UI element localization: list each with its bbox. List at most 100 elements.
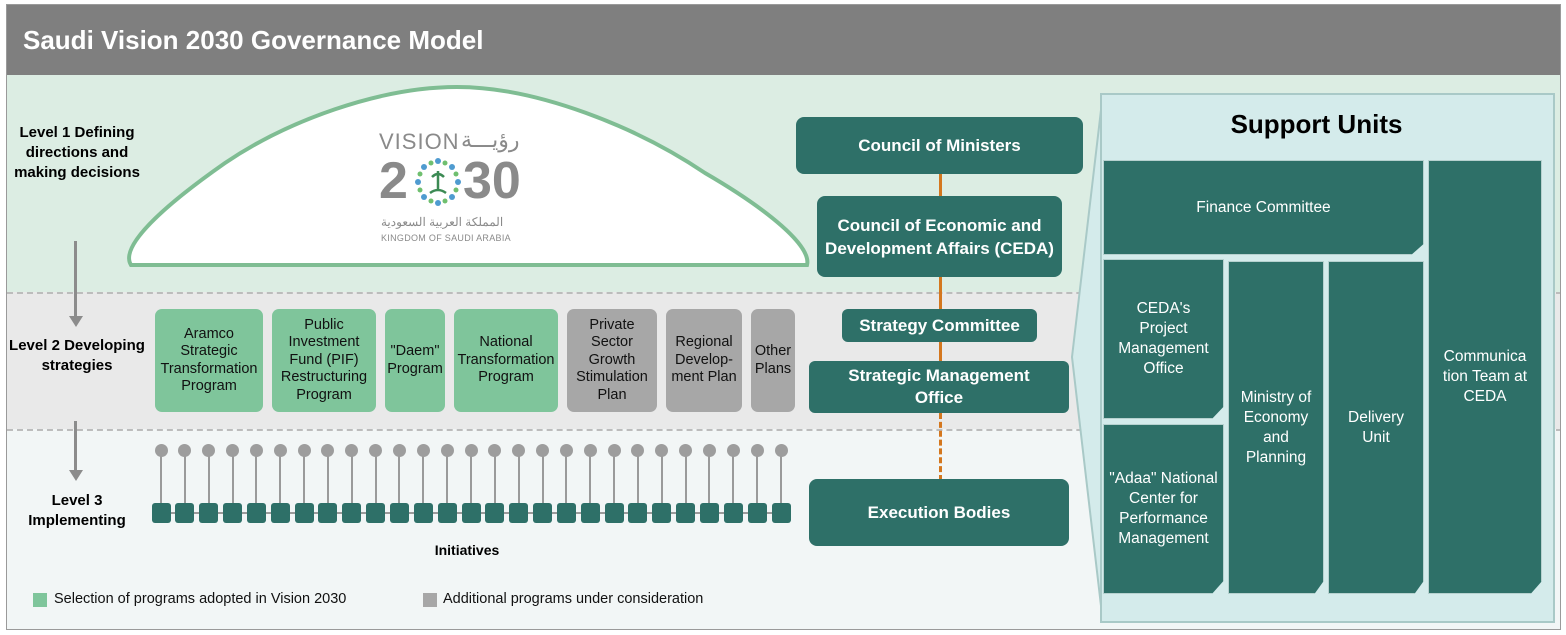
initiative-stem — [279, 451, 282, 503]
legend-adopted-label: Selection of programs adopted in Vision … — [54, 591, 347, 607]
connector-line — [939, 342, 942, 363]
initiative-stem — [303, 451, 306, 503]
initiative-pin-head — [440, 444, 454, 457]
vision-2030-logo: VISION رؤيـــة 2 30 المملكة العربية السع… — [379, 127, 543, 255]
logo-vision-word: VISION — [379, 129, 460, 154]
initiative-pin-head — [583, 444, 597, 457]
initiative-box — [461, 503, 481, 523]
initiative-box — [628, 503, 648, 523]
initiative-pin-head — [273, 444, 287, 457]
initiative-box — [366, 503, 386, 523]
initiative-pin-head — [536, 444, 550, 457]
initiative-stem — [374, 451, 377, 503]
initiative-stem — [183, 451, 186, 503]
delivery-unit: Delivery Unit — [1328, 261, 1424, 594]
ceda-box: Council of Economic and Development Affa… — [817, 196, 1062, 277]
initiative-stem — [684, 451, 687, 503]
initiative-pin-head — [154, 444, 168, 457]
initiative-stem — [565, 451, 568, 503]
level-1-label: Level 1 Defining directions and making d… — [14, 124, 140, 181]
initiative-pin-head — [488, 444, 502, 457]
communication-team: Communica tion Team at CEDA — [1428, 160, 1542, 594]
initiative-pin-head — [726, 444, 740, 457]
level-2-label: Level 2 Developing strategies — [9, 337, 145, 374]
initiative-pin-head — [631, 444, 645, 457]
initiative-box — [676, 503, 696, 523]
initiative-box — [652, 503, 672, 523]
initiative-box — [175, 503, 195, 523]
initiative-box — [485, 503, 505, 523]
initiative-box — [318, 503, 338, 523]
initiative-pin-head — [512, 444, 526, 457]
connector-dashed-line — [939, 413, 942, 481]
initiative-stem — [780, 451, 782, 503]
level-divider — [7, 292, 1560, 294]
initiative-stem — [613, 451, 616, 503]
initiative-pin-head — [655, 444, 669, 457]
initiative-stem — [422, 451, 425, 503]
initiative-pin-head — [226, 444, 240, 457]
initiative-pin-head — [750, 444, 764, 457]
ceda-pmo: CEDA's Project Management Office — [1103, 259, 1224, 419]
initiative-pin-head — [321, 444, 335, 457]
execution-bodies: Execution Bodies — [809, 479, 1069, 546]
logo-year-2: 2 — [379, 152, 408, 210]
program-regional-development: Regional Develop-ment Plan — [666, 309, 742, 412]
initiative-stem — [398, 451, 401, 503]
initiative-pin-head — [369, 444, 383, 457]
initiative-box — [604, 503, 624, 523]
strategy-committee: Strategy Committee — [842, 309, 1037, 342]
initiative-stem — [446, 451, 449, 503]
initiative-box — [389, 503, 409, 523]
level-arrow — [74, 421, 77, 471]
initiative-box — [533, 503, 553, 523]
initiative-stem — [350, 451, 353, 503]
initiatives-label: Initiatives — [434, 542, 500, 558]
initiative-pin-head — [774, 444, 788, 457]
initiative-stem — [732, 451, 735, 503]
adaa-center: "Adaa" National Center for Performance M… — [1103, 424, 1224, 594]
initiative-pin-head — [392, 444, 406, 457]
arrow-head-icon — [69, 470, 83, 481]
initiative-stem — [493, 451, 496, 503]
initiative-pin-head — [416, 444, 430, 457]
initiative-pin-head — [679, 444, 693, 457]
logo-vision-arabic: رؤيـــة — [461, 127, 520, 152]
initiative-pin-head — [559, 444, 573, 457]
initiative-box — [509, 503, 529, 523]
initiative-pin-head — [702, 444, 716, 457]
initiative-box — [771, 503, 791, 523]
connector-line — [939, 173, 942, 197]
legend-adopted-swatch — [33, 593, 47, 607]
initiative-stem — [160, 451, 162, 503]
palm-swords-emblem-icon — [415, 158, 461, 206]
initiative-box — [723, 503, 743, 523]
initiative-box — [199, 503, 219, 523]
connector-line — [939, 277, 942, 309]
level-divider — [7, 429, 1560, 431]
initiative-stem — [541, 451, 544, 503]
initiative-stem — [708, 451, 711, 503]
ministry-economy-planning: Ministry of Economy and Planning — [1228, 261, 1324, 594]
page-title: Saudi Vision 2030 Governance Model — [7, 5, 1560, 75]
support-units-title: Support Units — [1230, 109, 1403, 139]
initiative-pin-head — [178, 444, 192, 457]
initiative-stem — [255, 451, 258, 503]
finance-committee: Finance Committee — [1103, 160, 1424, 255]
initiative-stem — [756, 451, 759, 503]
governance-model-diagram: Saudi Vision 2030 Governance Model Level… — [6, 4, 1561, 630]
legend-additional-label: Additional programs under consideration — [443, 591, 704, 607]
initiative-box — [223, 503, 243, 523]
council-of-ministers: Council of Ministers — [796, 117, 1083, 174]
initiative-pin-head — [297, 444, 311, 457]
program-pif: Public Investment Fund (PIF) Restructuri… — [272, 309, 376, 412]
initiative-stem — [207, 451, 210, 503]
initiative-box — [246, 503, 266, 523]
initiative-box — [556, 503, 576, 523]
initiative-box — [151, 503, 171, 523]
initiative-stem — [326, 451, 329, 503]
initiative-box — [294, 503, 314, 523]
level-arrow — [74, 241, 77, 317]
initiative-pin-head — [345, 444, 359, 457]
initiative-box — [413, 503, 433, 523]
